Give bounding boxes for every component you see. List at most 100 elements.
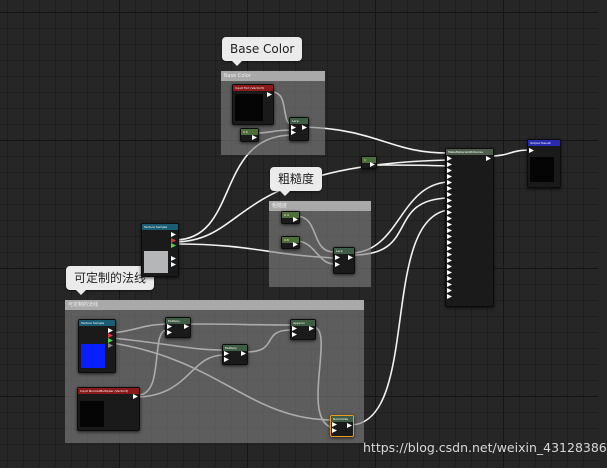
input-pin[interactable] [447,186,452,191]
node-title: Input NormalMultiplier (Vector3) [78,388,139,394]
input-pin[interactable] [447,222,452,227]
output-pin[interactable] [293,242,298,247]
input-pin[interactable] [292,332,297,337]
input-pin[interactable] [447,270,452,275]
wire [370,164,449,167]
node-title: Multiply [166,318,190,324]
input-pin[interactable] [447,258,452,263]
input-pin[interactable] [335,262,340,267]
normal-preview [81,344,105,368]
input-pin[interactable] [447,240,452,245]
node-make-material-attributes[interactable]: MakeMaterialAttributes [445,148,494,307]
input-pin[interactable] [447,156,452,161]
output-pin-g[interactable] [171,243,176,248]
node-constant[interactable]: 1 [361,156,377,169]
texture-preview [144,251,168,273]
node-constant[interactable]: 0.5 [240,128,259,142]
input-pin[interactable] [292,326,297,331]
input-pin[interactable] [447,246,452,251]
input-pin[interactable] [291,130,296,135]
comment-header: 粗糙度 [269,201,371,211]
wire [305,126,449,154]
output-pin[interactable] [347,423,352,428]
node-title: MakeMaterialAttributes [446,149,493,155]
output-pin[interactable] [348,255,353,260]
input-pin[interactable] [447,282,452,287]
output-pin[interactable] [486,156,491,161]
input-pin[interactable] [167,330,172,335]
input-pin[interactable] [447,234,452,239]
node-title: 1 [362,157,376,163]
input-pin[interactable] [332,428,337,433]
node-texture-sample[interactable]: Texture Sample [141,223,179,277]
output-pin-r[interactable] [108,333,113,338]
preview [530,157,554,182]
input-pin[interactable] [447,174,452,179]
input-pin[interactable] [447,198,452,203]
node-output-result[interactable]: Output Result [527,139,561,188]
input-pin[interactable] [447,228,452,233]
input-pin[interactable] [447,204,452,209]
input-pin[interactable] [447,192,452,197]
input-pin[interactable] [447,276,452,281]
input-pin[interactable] [529,148,534,153]
node-multiply[interactable]: Multiply [222,344,248,365]
output-pin-r[interactable] [171,238,176,243]
watermark: https://blog.csdn.net/weixin_43128386 [363,440,607,455]
input-pin[interactable] [291,125,296,130]
node-normalize[interactable]: Normalize [330,415,354,437]
input-pin[interactable] [447,252,452,257]
output-pin[interactable] [370,162,375,167]
input-pin[interactable] [447,294,452,299]
output-pin[interactable] [241,351,246,356]
output-pin-g[interactable] [108,338,113,343]
input-pin[interactable] [332,422,337,427]
node-title: 0.8 [282,237,299,243]
output-pin[interactable] [133,394,138,399]
output-pin[interactable] [293,217,298,222]
node-multiply[interactable]: Multiply [165,317,191,338]
node-title: Lerp [290,118,308,124]
input-pin[interactable] [224,351,229,356]
input-pin[interactable] [167,324,172,329]
node-title: Lerp [334,248,354,254]
output-pin-b[interactable] [108,343,113,348]
output-pin[interactable] [252,135,257,140]
node-lerp-roughness[interactable]: Lerp [333,247,355,274]
input-pin[interactable] [335,255,340,260]
node-input-normal-multiplier[interactable]: Input NormalMultiplier (Vector3) [77,387,140,431]
comment-bubble-roughness: 粗糙度 [270,167,323,196]
output-pin[interactable] [267,92,272,97]
output-pin[interactable] [184,324,189,329]
output-pin[interactable] [171,232,176,237]
comment-header: 可定制的法线 [65,300,364,310]
output-pin[interactable] [302,125,307,130]
input-pin[interactable] [447,216,452,221]
input-pin[interactable] [447,264,452,269]
node-constant[interactable]: 0.4 [281,211,300,224]
node-title: 0.4 [282,212,299,218]
node-input-tint[interactable]: Input Tint (Vector3) [232,84,274,125]
input-pin[interactable] [447,288,452,293]
output-pin[interactable] [171,256,176,261]
input-pin[interactable] [224,357,229,362]
node-title: Texture Sample [79,320,115,326]
node-title: Multiply [223,345,247,351]
node-lerp-base-color[interactable]: Lerp [289,117,309,141]
output-pin[interactable] [171,262,176,267]
output-pin[interactable] [309,326,314,331]
input-pin[interactable] [447,168,452,173]
input-pin[interactable] [447,162,452,167]
node-title: Normalize [331,416,353,422]
node-title: Texture Sample [142,224,178,230]
comment-header: Base Color [221,71,325,81]
output-pin[interactable] [108,328,113,333]
comment-bubble-custom-normal: 可定制的法线 [66,266,155,295]
node-append[interactable]: Append [290,319,316,340]
node-normal-texture-sample[interactable]: Texture Sample [78,319,116,373]
input-pin[interactable] [447,180,452,185]
preview [235,94,263,121]
input-pin[interactable] [447,210,452,215]
node-constant[interactable]: 0.8 [281,236,300,249]
